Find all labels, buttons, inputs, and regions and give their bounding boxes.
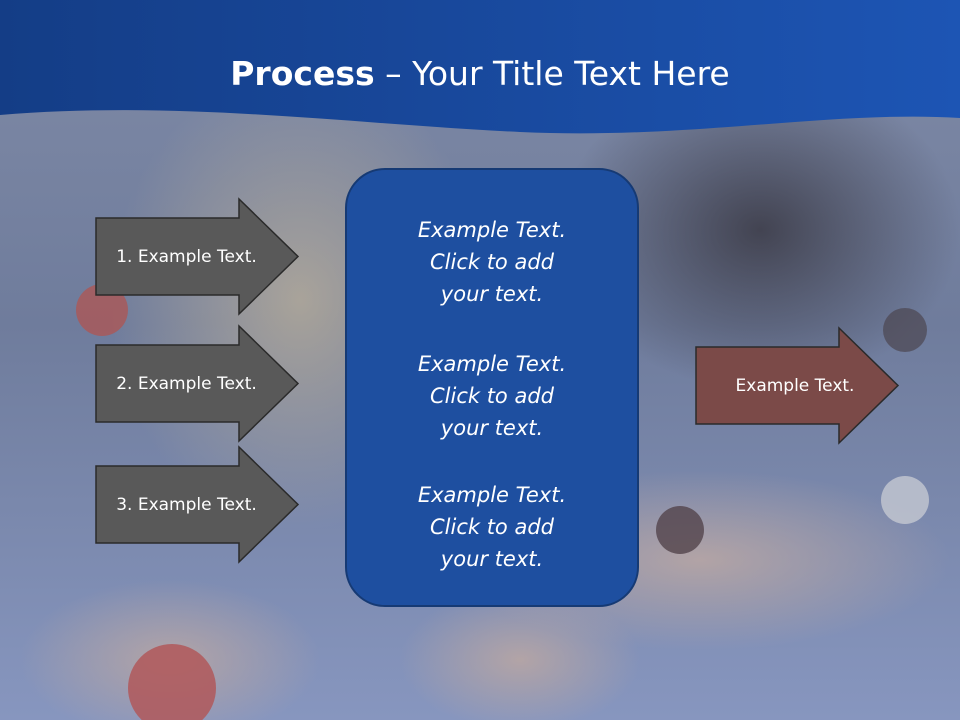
left-arrow-1-label: 1. Example Text. [116, 246, 257, 267]
billiard-ball-red [76, 284, 128, 336]
center-block-2-line-3: your text. [440, 416, 544, 440]
center-block-1-line-1: Example Text. [417, 218, 567, 242]
center-text-block-1: Example Text. Click to add your text. [347, 214, 637, 310]
center-block-2-line-1: Example Text. [417, 352, 567, 376]
title-bold: Process [230, 54, 375, 93]
left-arrow-2[interactable] [95, 324, 300, 443]
center-text-box[interactable]: Example Text. Click to add your text. Ex… [345, 168, 639, 607]
right-arrow-label: Example Text. [735, 375, 855, 396]
right-arrow[interactable] [695, 326, 900, 445]
center-block-1-line-3: your text. [440, 282, 544, 306]
title-rest: Your Title Text Here [412, 54, 730, 93]
title-separator: – [374, 54, 413, 93]
center-block-3-line-3: your text. [440, 547, 544, 571]
header-banner [0, 0, 960, 134]
billiard-ball-dark-small [883, 308, 927, 352]
left-arrow-2-label: 2. Example Text. [116, 373, 257, 394]
billiard-ball-dark [656, 506, 704, 554]
center-text-block-2: Example Text. Click to add your text. [347, 348, 637, 444]
center-block-3-line-1: Example Text. [417, 483, 567, 507]
left-arrow-3[interactable] [95, 445, 300, 564]
center-block-3-line-2: Click to add [429, 515, 554, 539]
left-arrow-1[interactable] [95, 197, 300, 316]
slide-title: Process – Your Title Text Here [0, 52, 960, 96]
photo-top-shape [560, 70, 960, 390]
center-block-1-line-2: Click to add [429, 250, 554, 274]
center-block-2-line-2: Click to add [429, 384, 554, 408]
left-arrow-3-label: 3. Example Text. [116, 494, 257, 515]
billiard-ball-red-lower [128, 644, 216, 720]
center-text-block-3: Example Text. Click to add your text. [347, 479, 637, 575]
billiard-ball-white [881, 476, 929, 524]
photo-hand-right-shape [400, 590, 640, 720]
